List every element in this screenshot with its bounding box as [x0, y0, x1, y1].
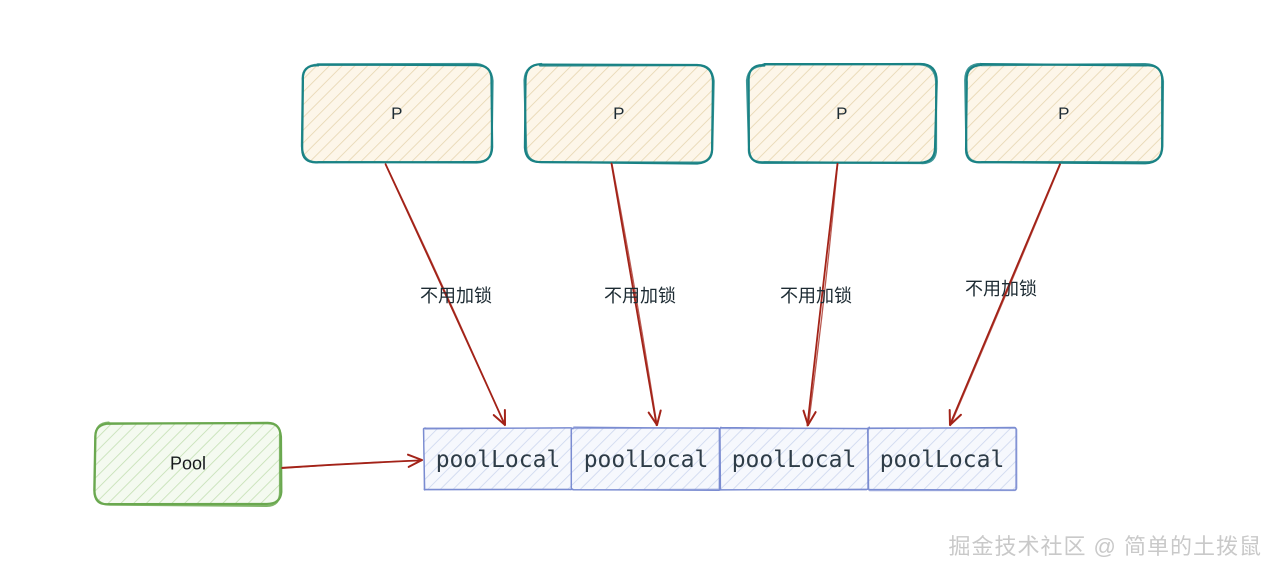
process-box-2[interactable] [523, 62, 715, 165]
process-box-3[interactable] [745, 62, 938, 165]
edge-p4 [948, 163, 1062, 427]
pool-local-row [422, 426, 1018, 492]
pool-local-cell-1[interactable] [422, 427, 574, 491]
process-box-1[interactable] [300, 62, 494, 164]
pool-local-cell-2[interactable] [570, 426, 721, 492]
edges-group [281, 162, 1062, 469]
process-box-4[interactable] [964, 62, 1165, 165]
edge-p1 [384, 163, 506, 427]
pool-local-cell-3[interactable] [718, 426, 870, 491]
watermark: 掘金技术社区 @ 简单的土拨鼠 [948, 534, 1262, 559]
edge-pool [281, 453, 423, 469]
pool-local-cell-4[interactable] [867, 426, 1018, 492]
shapes-group [93, 62, 1165, 507]
pool-box[interactable] [93, 421, 283, 507]
edge-p2 [610, 162, 662, 427]
edge-p3 [802, 162, 839, 427]
